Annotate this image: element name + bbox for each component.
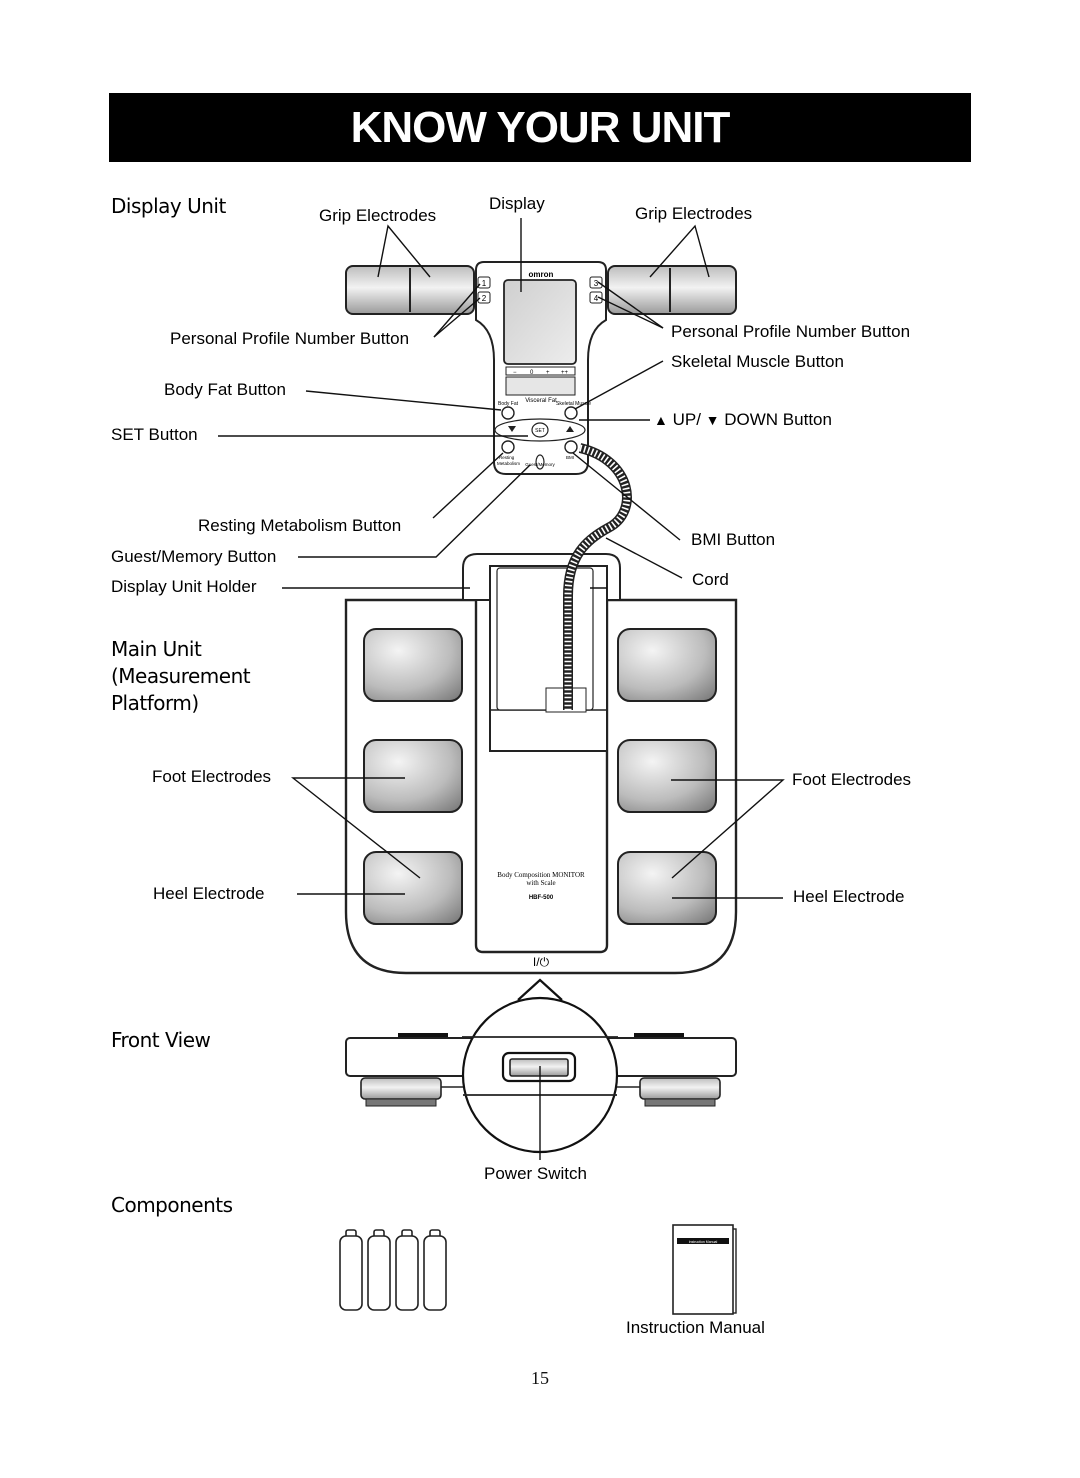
power-symbol-icon: I/⏻ [533, 955, 550, 969]
label-skeletal-muscle-button: Skeletal Muscle Button [671, 352, 844, 371]
label-power-switch: Power Switch [484, 1164, 587, 1183]
label-heel-electrode-right: Heel Electrode [793, 887, 905, 906]
label-up-down-button: ▲ UP/ ▼ DOWN Button [654, 410, 832, 430]
main-unit-platform: Body Composition MONITOR with Scale HBF-… [344, 553, 738, 975]
profile-button-3[interactable]: 3 [589, 276, 603, 289]
heading-main-unit-line3: Platform) [111, 691, 199, 715]
page-number: 15 [531, 1368, 549, 1388]
battery-3 [395, 1229, 419, 1311]
title-banner: KNOW YOUR UNIT [109, 93, 971, 162]
profile-button-3-label: 3 [594, 279, 599, 288]
heel-electrode-pad-right [617, 851, 717, 925]
front-view [345, 978, 737, 1160]
label-resting-metabolism-button: Resting Metabolism Button [198, 516, 402, 535]
platform-text-line1: Body Composition MONITOR [497, 871, 585, 879]
up-triangle-icon: ▲ [654, 412, 668, 428]
label-bmi-button: BMI Button [691, 530, 776, 549]
heel-electrode-pad-left [363, 851, 463, 925]
label-up: UP/ [672, 410, 701, 429]
coiled-cord [563, 443, 632, 710]
label-set-button: SET Button [111, 425, 198, 444]
platform-text-line2: with Scale [526, 879, 555, 887]
bar-zero: 0 [530, 370, 534, 376]
down-button[interactable] [508, 426, 516, 432]
guest-memory-text: Guest/Memory [525, 462, 555, 467]
label-grip-electrodes-left: Grip Electrodes [319, 206, 437, 225]
set-button-text: SET [535, 428, 545, 434]
instruction-manual-booklet: Instruction Manual [672, 1224, 737, 1315]
label-grip-electrodes-right: Grip Electrodes [635, 204, 753, 223]
profile-button-2-label: 2 [482, 294, 487, 303]
resting-text: Resting [499, 455, 515, 460]
label-body-fat-button: Body Fat Button [164, 380, 286, 399]
up-button[interactable] [566, 426, 574, 432]
resting-metabolism-button[interactable] [501, 440, 515, 454]
power-switch[interactable] [501, 1051, 577, 1083]
skeletal-muscle-button[interactable] [564, 406, 578, 420]
skeletal-muscle-text: Skeletal Muscle [556, 401, 591, 407]
body-fat-button[interactable] [501, 406, 515, 420]
indicator-panel [505, 376, 576, 396]
profile-button-4-label: 4 [594, 294, 599, 303]
set-button[interactable]: SET [531, 422, 549, 438]
profile-button-1[interactable]: 1 [477, 276, 491, 289]
foot-electrode-pad-mid-right [617, 739, 717, 813]
label-display-unit-holder: Display Unit Holder [111, 577, 257, 596]
label-foot-electrodes-left: Foot Electrodes [152, 767, 272, 786]
battery-1 [339, 1229, 363, 1311]
bmi-button[interactable] [564, 440, 578, 454]
label-cord: Cord [692, 570, 729, 589]
label-profile-button-right: Personal Profile Number Button [671, 322, 911, 341]
profile-button-2[interactable]: 2 [477, 291, 491, 304]
bar-plus: + [546, 370, 550, 376]
heading-main-unit-line1: Main Unit [111, 637, 202, 661]
label-instruction-manual: Instruction Manual [626, 1318, 765, 1337]
guest-memory-button[interactable] [535, 454, 545, 470]
batteries [339, 1229, 447, 1311]
label-profile-button-left: Personal Profile Number Button [170, 329, 410, 348]
battery-4 [423, 1229, 447, 1311]
device-brand: omron [529, 270, 554, 279]
grip-right [607, 265, 737, 315]
label-down: DOWN Button [724, 410, 832, 429]
label-guest-memory-button: Guest/Memory Button [111, 547, 277, 566]
label-display: Display [489, 194, 545, 213]
grip-left [345, 265, 475, 315]
profile-button-1-label: 1 [482, 279, 487, 288]
heading-components: Components [111, 1193, 233, 1217]
heading-main-unit-line2: (Measurement [111, 664, 251, 688]
down-triangle-icon: ▼ [705, 412, 720, 428]
leader-lines [218, 218, 785, 899]
page-title: KNOW YOUR UNIT [350, 102, 731, 152]
metabolism-text: Metabolism [497, 461, 520, 466]
bmi-text: BMI [566, 455, 574, 460]
bar-minus: − [513, 370, 517, 376]
manual-cover-text: Instruction Manual [689, 1240, 718, 1244]
heading-display-unit: Display Unit [111, 194, 226, 218]
heading-front-view: Front View [111, 1028, 211, 1052]
body-fat-text: Body Fat [498, 401, 519, 407]
visceral-fat-text: Visceral Fat [525, 398, 557, 404]
profile-button-4[interactable]: 4 [589, 291, 603, 304]
foot-electrode-pad-top-left [363, 628, 463, 702]
platform-model: HBF-500 [529, 895, 554, 901]
label-heel-electrode-left: Heel Electrode [153, 884, 265, 903]
foot-electrode-pad-mid-left [363, 739, 463, 813]
label-foot-electrodes-right: Foot Electrodes [792, 770, 912, 789]
bar-plusplus: ++ [561, 370, 569, 376]
battery-2 [367, 1229, 391, 1311]
indicator-bar [505, 366, 576, 376]
foot-electrode-pad-top-right [617, 628, 717, 702]
lcd-screen [503, 279, 577, 365]
display-unit: omron − 0 + ++ 1 2 3 4 Visceral Fat Body… [345, 261, 737, 475]
